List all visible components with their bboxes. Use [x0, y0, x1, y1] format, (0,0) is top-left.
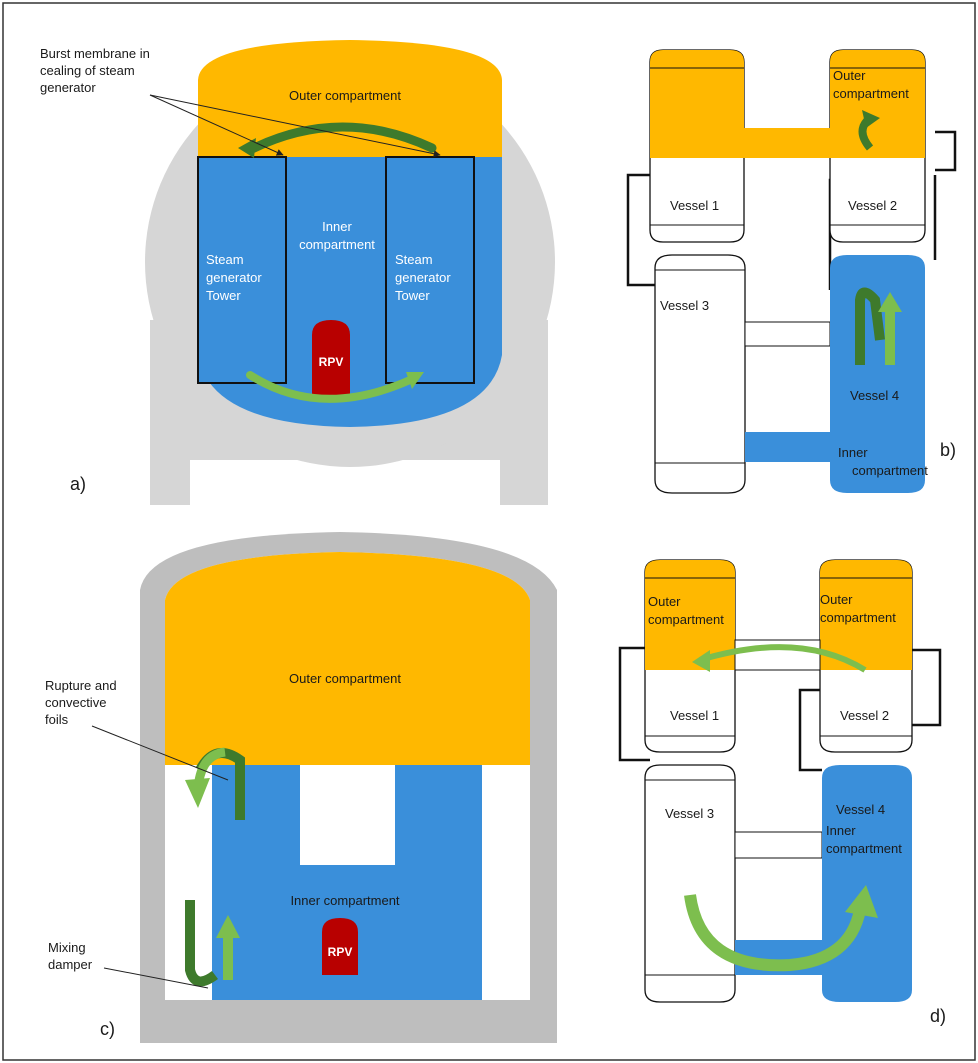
- inner-compartment: [212, 765, 482, 1000]
- sg-right-label-1: Steam: [395, 252, 433, 267]
- outer-left-label-1: Outer: [648, 594, 681, 609]
- sg-right-label-2: generator: [395, 270, 451, 285]
- rupture-label-3: foils: [45, 712, 69, 727]
- vessel-3-label: Vessel 3: [660, 298, 709, 313]
- flow-arrow: [193, 747, 226, 791]
- burst-label-2: cealing of steam: [40, 63, 135, 78]
- rupture-label-1: Rupture and: [45, 678, 117, 693]
- inner-compartment-label: Inner compartment: [290, 893, 399, 908]
- outer-compartment: [650, 50, 925, 158]
- damper-label-2: damper: [48, 957, 93, 972]
- inner-label-1: Inner: [322, 219, 352, 234]
- rpv: [312, 320, 350, 400]
- inner-label-1: Inner: [838, 445, 868, 460]
- rpv-label: RPV: [319, 355, 344, 369]
- steam-generator-left: [197, 156, 287, 384]
- flow-arrow-bottom: [246, 371, 414, 403]
- pointer-line: [103, 967, 209, 989]
- arrowhead: [185, 778, 210, 808]
- pipe: [935, 130, 957, 172]
- flow-arrow: [185, 900, 218, 987]
- rupture-label-2: convective: [45, 695, 106, 710]
- arrowhead: [845, 885, 878, 918]
- pointer-line: [149, 94, 284, 156]
- rpv-label: RPV: [328, 945, 353, 959]
- vessel-1-label: Vessel 1: [670, 198, 719, 213]
- panel-a: RPV Outer compartment Burst membrane in …: [40, 40, 555, 505]
- sg-left-label-2: generator: [206, 270, 262, 285]
- arrowhead: [878, 292, 902, 312]
- inner-label-2: compartment: [826, 841, 902, 856]
- steam-generator-right: [385, 156, 475, 384]
- outer-label-1: Outer: [833, 68, 866, 83]
- panel-c: RPV Outer compartment Inner compartment …: [45, 532, 557, 1043]
- vessel-3: [644, 764, 736, 1003]
- burst-label-1: Burst membrane in: [40, 46, 150, 61]
- pointer-line: [149, 94, 441, 158]
- connector: [744, 321, 831, 347]
- panel-a-letter: a): [70, 474, 86, 494]
- panel-c-letter: c): [100, 1019, 115, 1039]
- outer-compartment-left: [645, 560, 735, 670]
- vessel-4: [822, 765, 912, 1002]
- arrowhead: [406, 372, 424, 389]
- pipe: [626, 173, 660, 287]
- outer-compartment-right: [820, 560, 912, 670]
- flow-arrow-top: [245, 122, 437, 155]
- outer-right-label-1: Outer: [820, 592, 853, 607]
- outer-label-2: compartment: [833, 86, 909, 101]
- rpv: [322, 918, 358, 975]
- sg-left-label-3: Tower: [206, 288, 241, 303]
- vessel-3-label: Vessel 3: [665, 806, 714, 821]
- pipe: [618, 646, 650, 762]
- inner-connector: [745, 432, 831, 462]
- vessel-1-label: Vessel 1: [670, 708, 719, 723]
- outer-right-label-2: compartment: [820, 610, 896, 625]
- panel-d-letter: d): [930, 1006, 946, 1026]
- outer-compartment: [198, 40, 502, 157]
- flow-arrow-top: [699, 644, 867, 673]
- vessel-2-label: Vessel 2: [848, 198, 897, 213]
- outer-compartment: [165, 552, 530, 765]
- arrowhead: [238, 138, 256, 158]
- arrowhead: [216, 915, 240, 938]
- vessel-2-label: Vessel 2: [840, 708, 889, 723]
- sg-right-label-3: Tower: [395, 288, 430, 303]
- pointer-line: [91, 725, 229, 781]
- arrowhead: [862, 110, 880, 128]
- connector: [734, 831, 823, 859]
- panel-b-letter: b): [940, 440, 956, 460]
- flow-arrow-bottom: [684, 894, 866, 972]
- burst-label-3: generator: [40, 80, 96, 95]
- damper-label-1: Mixing: [48, 940, 86, 955]
- inner-label-2: compartment: [852, 463, 928, 478]
- outer-compartment-label: Outer compartment: [289, 671, 401, 686]
- vessel-4-label: Vessel 4: [836, 802, 885, 817]
- inner-label-2: compartment: [299, 237, 375, 252]
- vessel-3: [654, 254, 746, 494]
- flow-arrow: [855, 287, 885, 365]
- sg-left-label-1: Steam: [206, 252, 244, 267]
- pipe: [912, 648, 942, 727]
- inner-label-1: Inner: [826, 823, 856, 838]
- panel-d: Outer compartment Outer compartment Vess…: [618, 559, 946, 1026]
- vessel-4: [830, 255, 925, 493]
- outer-compartment-label: Outer compartment: [289, 88, 401, 103]
- outer-left-label-2: compartment: [648, 612, 724, 627]
- vessel-4-label: Vessel 4: [850, 388, 899, 403]
- arrowhead: [692, 650, 710, 672]
- panel-b: Outer compartment Vessel 1 Vessel 2 Vess…: [626, 49, 957, 494]
